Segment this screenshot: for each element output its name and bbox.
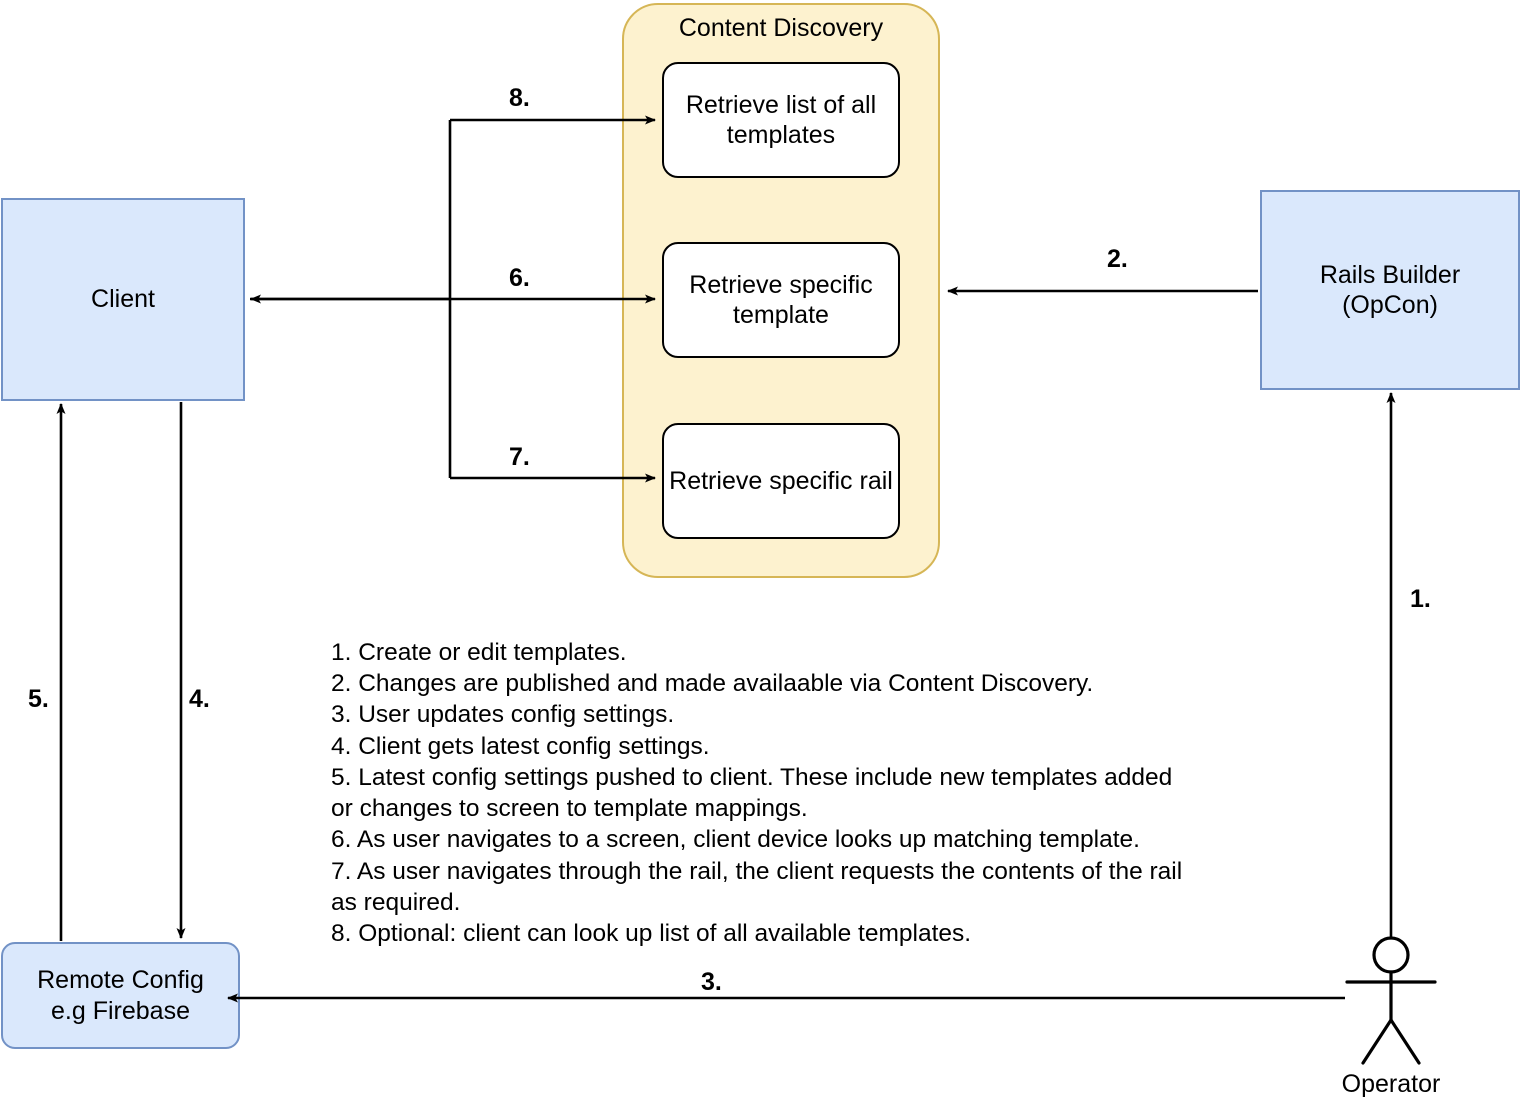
node-rails-builder[interactable] — [1260, 190, 1520, 390]
step-label-5: 5. — [28, 685, 49, 713]
operator-actor-icon — [1345, 936, 1437, 1065]
step-label-4: 4. — [189, 685, 210, 713]
step-label-7: 7. — [509, 443, 530, 471]
box-retrieve-specific-template[interactable] — [662, 242, 900, 358]
node-remote-config[interactable] — [1, 942, 240, 1049]
box-retrieve-specific-rail[interactable] — [662, 423, 900, 539]
operator-right-leg-icon — [1389, 1018, 1421, 1065]
step-label-2: 2. — [1107, 245, 1128, 273]
operator-label: Operator — [1341, 1070, 1441, 1098]
node-client[interactable] — [1, 198, 245, 401]
operator-left-leg-icon — [1361, 1018, 1393, 1065]
step-label-8: 8. — [509, 84, 530, 112]
step-label-3: 3. — [701, 968, 722, 996]
step-label-6: 6. — [509, 264, 530, 292]
step-label-1: 1. — [1410, 585, 1431, 613]
legend-steps-description: 1. Create or edit templates. 2. Changes … — [331, 639, 1183, 948]
operator-head-icon — [1372, 936, 1410, 974]
box-retrieve-list-of-all-templates[interactable] — [662, 62, 900, 178]
group-content-discovery-title: Content Discovery — [678, 14, 884, 42]
